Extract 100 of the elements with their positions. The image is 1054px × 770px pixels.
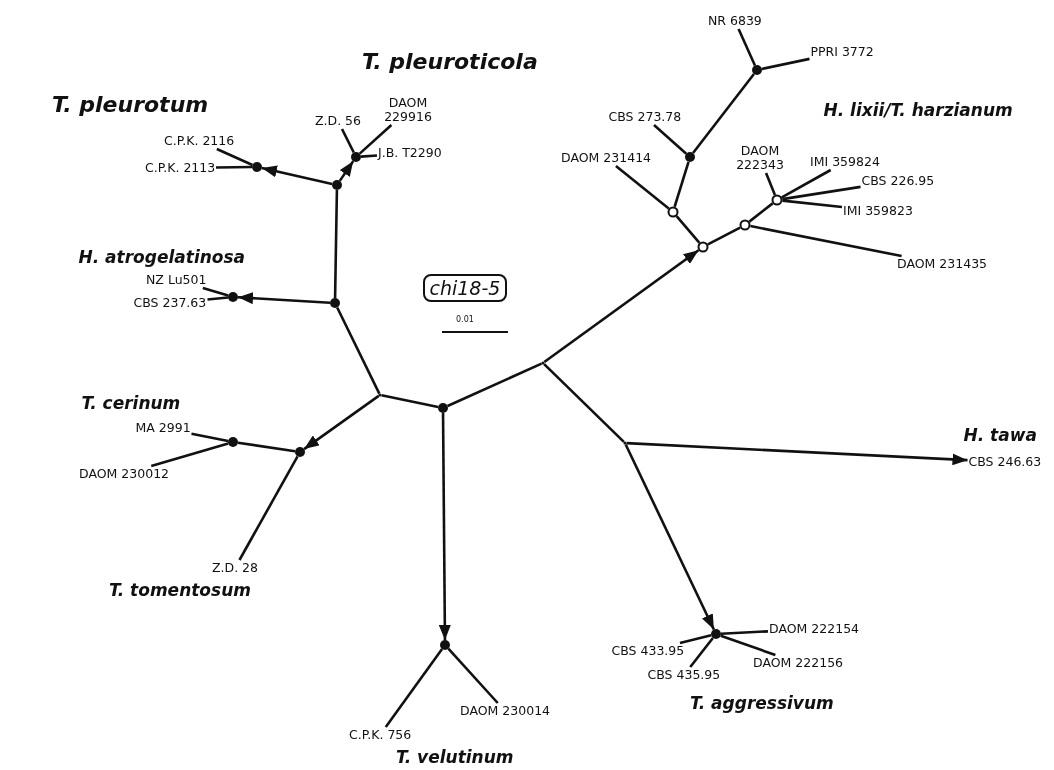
strain-label: CBS 237.63 <box>132 295 208 311</box>
strain-label: DAOM 222343 <box>733 143 787 173</box>
node-ring <box>771 194 783 206</box>
branch-line <box>238 455 299 561</box>
node-dot <box>295 447 305 457</box>
node-ring <box>697 241 709 253</box>
node-dot <box>752 65 762 75</box>
branch-line <box>737 28 757 66</box>
branch-arrow <box>438 413 451 640</box>
branch-line <box>720 630 769 636</box>
branch-line <box>447 647 499 704</box>
branch-arrow <box>303 394 380 451</box>
strain-label: MA 2991 <box>134 420 192 436</box>
branch-line <box>381 394 439 409</box>
branch-line <box>782 185 861 201</box>
strain-label: NR 6839 <box>707 13 763 29</box>
branch-line <box>764 172 777 196</box>
species-label: H. lixii/T. harzianum <box>823 100 1013 120</box>
branch-arrow <box>624 443 716 631</box>
branch-line <box>673 161 690 208</box>
node-dot <box>351 152 361 162</box>
strain-label: DAOM 231435 <box>896 256 989 272</box>
branch-line <box>207 296 229 301</box>
node-dot <box>252 162 262 172</box>
branch-junction <box>623 441 627 445</box>
branch-line <box>750 224 902 258</box>
branch-line <box>340 128 355 154</box>
strain-label: J.B. T2290 <box>377 145 443 161</box>
branch-line <box>679 633 712 645</box>
branch-line <box>761 57 810 71</box>
scale-label: 0.01 <box>455 314 475 326</box>
node-dot <box>330 298 340 308</box>
branch-line <box>384 648 444 728</box>
node-ring <box>667 206 679 218</box>
branch-arrow <box>543 249 700 364</box>
species-label: T. pleurotum <box>52 93 209 118</box>
branch-line <box>216 165 252 169</box>
species-label: H. tawa <box>963 425 1037 445</box>
branch-line <box>360 154 378 158</box>
strain-label: DAOM 230012 <box>78 466 171 482</box>
species-label: T. aggressivum <box>690 693 834 713</box>
node-dot <box>711 629 721 639</box>
strain-label: DAOM 222156 <box>752 655 845 671</box>
species-label: T. cerinum <box>81 393 181 413</box>
branch-line <box>782 199 843 209</box>
species-label: T. tomentosum <box>109 580 251 600</box>
branch-line <box>150 442 229 468</box>
strain-label: CBS 226.95 <box>860 173 936 189</box>
strain-label: CBS 433.95 <box>610 643 686 659</box>
branch-line <box>781 168 832 199</box>
node-dot <box>228 292 238 302</box>
branch-line <box>237 441 296 453</box>
species-label: H. atrogelatinosa <box>78 247 246 267</box>
node-dot <box>440 640 450 650</box>
branch-line <box>543 363 625 443</box>
branch-line <box>675 215 701 244</box>
branch-arrow <box>237 292 331 305</box>
branch-line <box>615 165 670 210</box>
species-label: T. velutinum <box>396 747 514 767</box>
branch-junction <box>378 393 382 397</box>
node-dot <box>685 152 695 162</box>
branch-line <box>336 306 381 395</box>
node-ring <box>739 219 751 231</box>
node-dot <box>228 437 238 447</box>
strain-label: CBS 273.78 <box>607 109 683 125</box>
branch-line <box>333 189 339 298</box>
branch-line <box>358 124 393 155</box>
branch-line <box>720 634 776 657</box>
strain-label: NZ Lu501 <box>145 272 208 288</box>
strain-label: CBS 246.63 <box>967 454 1043 470</box>
node-dot <box>438 403 448 413</box>
species-label: T. pleuroticola <box>362 50 538 75</box>
branch-arrow <box>338 160 355 182</box>
strain-label: DAOM 229916 <box>381 95 435 125</box>
branch-line <box>707 226 741 246</box>
strain-label: IMI 359824 <box>809 154 881 170</box>
strain-label: DAOM 222154 <box>768 621 861 637</box>
strain-label: IMI 359823 <box>842 203 914 219</box>
branch-line <box>748 202 774 223</box>
branch-line <box>692 73 755 154</box>
branch-junction <box>541 361 545 365</box>
branch-line <box>216 147 253 167</box>
strain-label: DAOM 231414 <box>560 150 653 166</box>
branch-arrow <box>626 441 968 466</box>
branch-line <box>689 637 714 668</box>
branch-line <box>202 286 229 297</box>
strain-label: DAOM 230014 <box>459 703 552 719</box>
gene-label-box: chi18-5 <box>422 274 508 302</box>
strain-label: PPRI 3772 <box>809 44 875 60</box>
strain-label: CBS 435.95 <box>646 667 722 683</box>
branch-arrow <box>261 165 333 186</box>
strain-label: C.P.K. 756 <box>348 727 413 743</box>
strain-label: Z.D. 28 <box>211 560 259 576</box>
strain-label: C.P.K. 2113 <box>144 160 217 176</box>
branch-line <box>191 432 229 443</box>
strain-label: Z.D. 56 <box>314 113 362 129</box>
node-dot <box>332 180 342 190</box>
branch-line <box>653 124 688 155</box>
branch-line <box>447 362 543 408</box>
strain-label: C.P.K. 2116 <box>163 133 236 149</box>
